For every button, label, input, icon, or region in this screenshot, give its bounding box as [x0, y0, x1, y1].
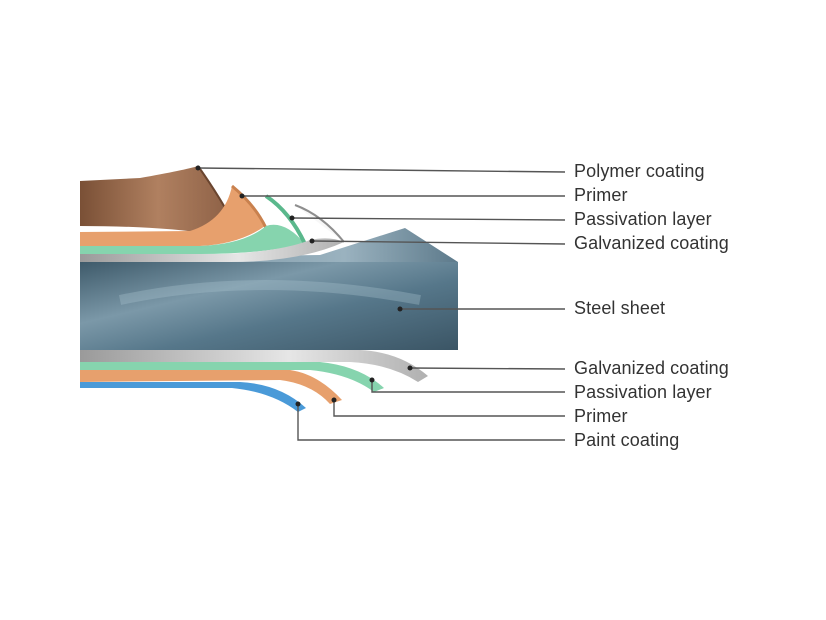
label-paint-coating: Paint coating [574, 430, 680, 450]
leader-galvanized-top [311, 240, 566, 245]
label-passivation-layer-bottom: Passivation layer [574, 382, 712, 402]
leader-polymer-coating [197, 167, 566, 173]
polymer-coating-layer [80, 166, 236, 234]
label-galvanized-coating-top: Galvanized coating [574, 233, 729, 253]
passivation-bottom-layer [80, 362, 384, 392]
leader-passivation-bottom [371, 380, 565, 393]
label-steel-sheet: Steel sheet [574, 298, 666, 318]
leader-primer-bottom [333, 400, 565, 417]
leader-paint-coating [297, 404, 565, 441]
label-galvanized-coating-bottom: Galvanized coating [574, 358, 729, 378]
steel-sheet-front-face [80, 262, 458, 350]
paint-coating-bottom-layer [80, 382, 306, 412]
primer-top-layer [80, 186, 265, 246]
label-primer-top: Primer [574, 185, 628, 205]
leader-passivation-top [291, 217, 566, 221]
label-primer-bottom: Primer [574, 406, 628, 426]
primer-bottom-layer [80, 370, 342, 404]
galvanized-top-edge [294, 204, 345, 243]
label-passivation-layer-top: Passivation layer [574, 209, 712, 229]
steel-sheet-highlight [118, 280, 421, 305]
leader-dots [195, 165, 413, 407]
steel-sheet-top-face [80, 228, 458, 265]
leader-lines [197, 167, 566, 441]
passivation-top-edge [264, 194, 307, 245]
primer-top-edge [231, 184, 268, 229]
galvanized-top-layer [80, 238, 344, 262]
leader-galvanized-bottom [409, 367, 566, 370]
passivation-top-layer [80, 224, 305, 254]
galvanized-bottom-layer [80, 350, 428, 382]
label-polymer-coating: Polymer coating [574, 161, 705, 181]
